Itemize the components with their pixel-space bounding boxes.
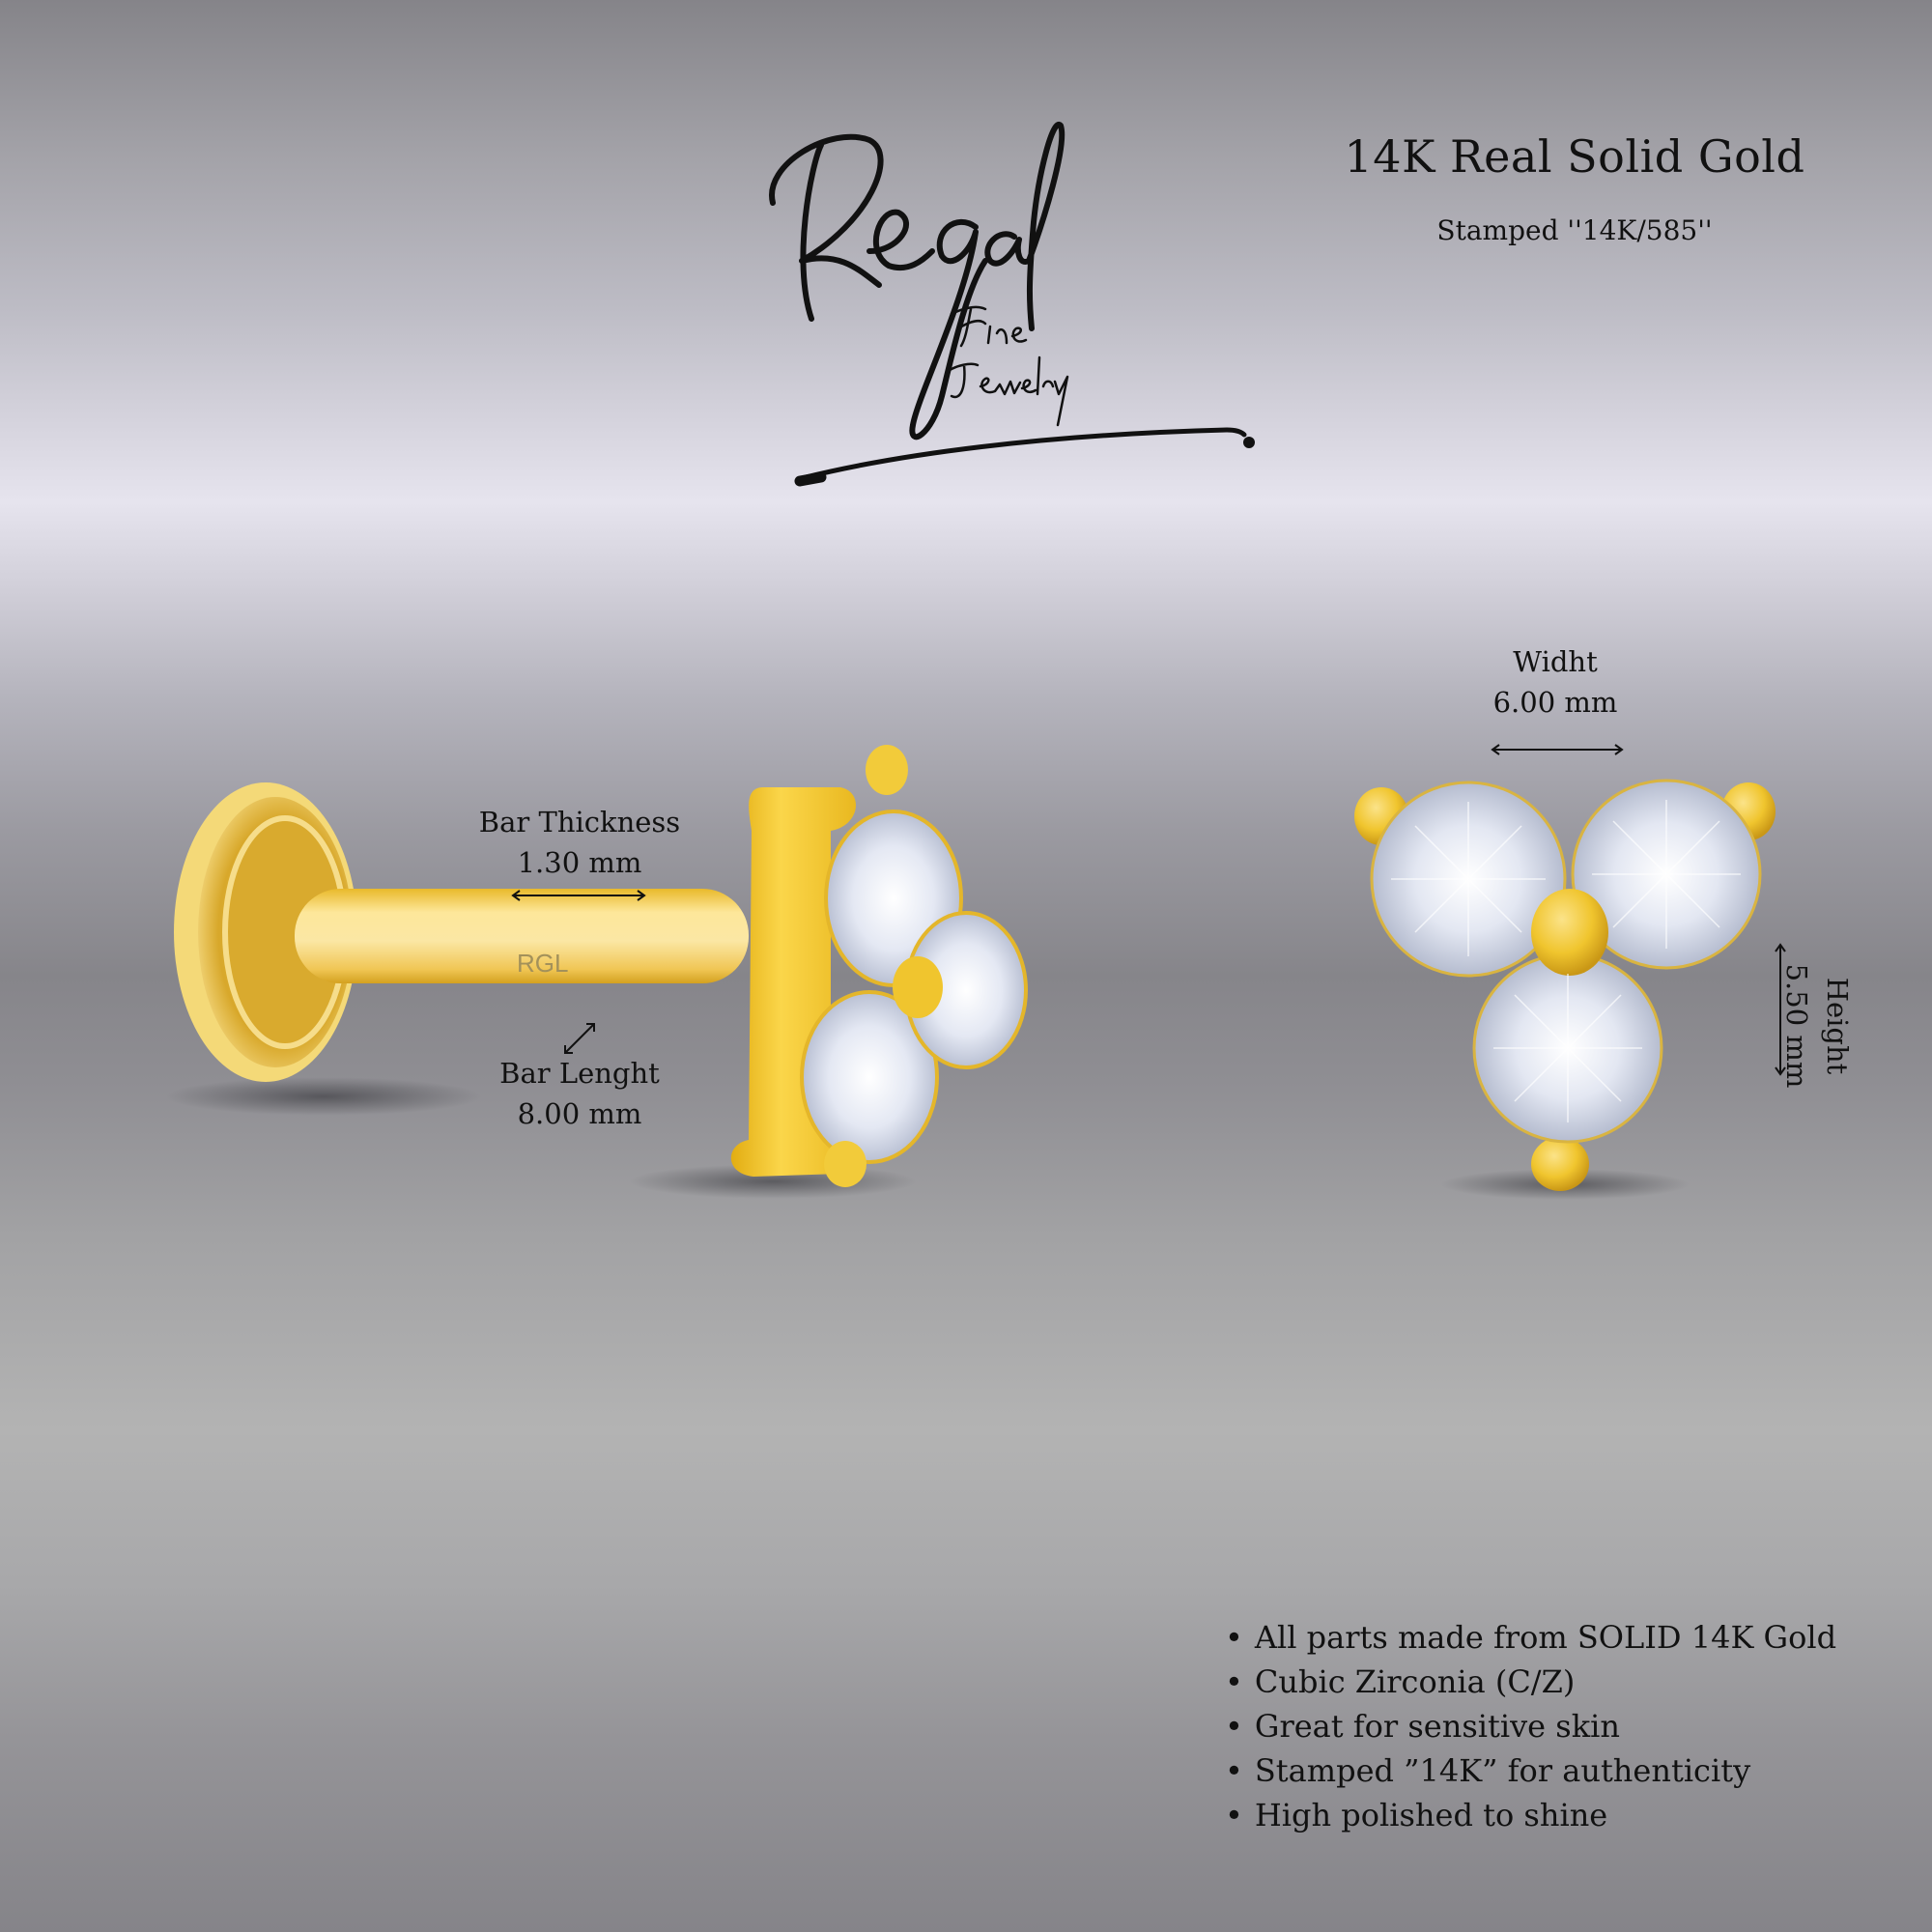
height-label: Height 5.50 mm: [1776, 949, 1858, 1103]
side-view-product-image: RGL: [164, 734, 1130, 1199]
bar-thickness-arrow-icon: [511, 890, 646, 901]
feature-list: All parts made from SOLID 14K Gold Cubic…: [1225, 1615, 1836, 1837]
feature-item: All parts made from SOLID 14K Gold: [1225, 1615, 1836, 1660]
height-value: 5.50 mm: [1780, 963, 1813, 1089]
feature-item: High polished to shine: [1225, 1793, 1836, 1837]
bar-length-title: Bar Lenght: [499, 1057, 660, 1090]
product-title: 14K Real Solid Gold: [1344, 130, 1805, 183]
regal-signature-icon: [769, 121, 1255, 487]
width-arrow-icon: [1491, 744, 1624, 755]
height-arrow-icon: [1775, 943, 1786, 1076]
bar-thickness-title: Bar Thickness: [478, 806, 681, 838]
feature-item: Cubic Zirconia (C/Z): [1225, 1660, 1836, 1704]
front-view-product-image: [1323, 763, 1806, 1208]
bar-engraving: RGL: [517, 949, 569, 978]
width-title: Widht: [1513, 645, 1598, 678]
disc-shadow: [164, 1077, 483, 1116]
bar-thickness-value: 1.30 mm: [517, 846, 642, 879]
bar-length-label: Bar Lenght 8.00 mm: [464, 1053, 696, 1134]
bar-length-value: 8.00 mm: [517, 1097, 642, 1130]
brand-logo: [753, 106, 1275, 493]
bar-thickness-label: Bar Thickness 1.30 mm: [464, 802, 696, 883]
bar-length-arrow-icon: [564, 1023, 595, 1054]
feature-item: Stamped ”14K” for authenticity: [1225, 1748, 1836, 1793]
feature-item: Great for sensitive skin: [1225, 1704, 1836, 1748]
width-label: Widht 6.00 mm: [1439, 641, 1671, 723]
stamp-subtitle: Stamped ''14K/585'': [1436, 214, 1713, 246]
height-title: Height: [1821, 977, 1854, 1075]
width-value: 6.00 mm: [1492, 686, 1618, 719]
